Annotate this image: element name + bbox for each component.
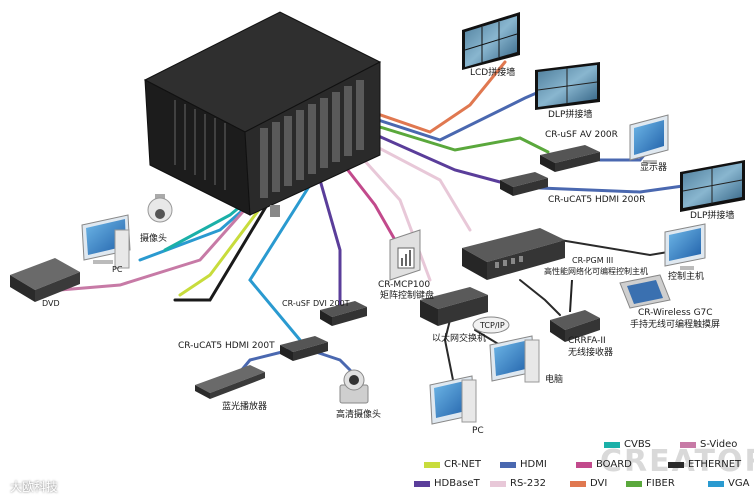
dvd-player [10,258,80,302]
hdmi200t-device [280,336,328,361]
cable-vga-hdmi200t [248,183,312,342]
legend-label-s-video: S-Video [700,439,738,450]
label-dvi200t: CR-uSF DVI 200T [282,299,350,308]
ptz-camera [147,194,173,223]
legend-swatch-fiber [626,481,642,487]
cable-hdmi200r-dlp [538,183,692,194]
pc-bottom [429,375,477,425]
legend-label-cr-net: CR-NET [444,459,482,470]
hdmi200r-device [500,172,548,196]
label-pc-left: PC [112,265,123,274]
legend-swatch-rs-232 [490,481,506,487]
cable-switch-pc [443,319,456,391]
dlp-video-wall-right [680,160,745,212]
crrfa-receiver-device [550,279,600,342]
cable-dvi200t [318,178,342,307]
tcpip-cloud [472,316,510,334]
legend-label-hdmi: HDMI [520,459,547,470]
legend-swatch-board [576,462,592,468]
legend-swatch-vga [708,481,724,487]
label-crrfa-name: 无线接收器 [568,348,614,358]
legend-swatch-dvi [570,481,586,487]
hd-camera [339,369,369,404]
label-hd-camera: 高清摄像头 [336,410,382,420]
legend-swatch-hdmi [500,462,516,468]
label-switch: 以太网交换机 [432,334,487,344]
label-control-host: 控制主机 [668,272,705,282]
matrix-chassis [143,11,382,217]
label-display: 显示器 [640,163,668,173]
label-hdmi200t: CR-uCAT5 HDMI 200T [178,341,275,351]
cable-hdbaset-hdmi200r [363,128,502,184]
pgm-controller-device [462,228,565,280]
label-dlp-wall-top: DLP拼接墙 [548,110,593,120]
label-crrfa-model: CRRFA-II [568,336,606,346]
label-lcd-wall: LCD拼接墙 [470,68,516,78]
cable-mcp [338,158,397,242]
legend-swatch-ethernet [668,462,684,468]
label-mcp100-model: CR-MCP100 [378,280,431,290]
legend-swatch-cr-net [424,462,440,468]
display-monitor [629,114,669,164]
label-pgm-model: CR-PGM III [572,256,614,265]
watermark-logo: 大欧科技 [10,480,59,494]
dlp-video-wall-top [535,62,600,110]
label-camera: 摄像头 [140,234,168,244]
label-hdmi200r: CR-uCAT5 HDMI 200R [548,195,646,205]
chassis-card-slots [260,80,364,198]
legend-label-cvbs: CVBS [624,439,651,450]
label-mcp100-name: 矩阵控制键盘 [380,291,435,301]
legend-label-ethernet: ETHERNET [688,459,742,470]
cable-pgm-crrfa [519,279,561,316]
legend-swatch-cvbs [604,442,620,448]
label-tcpip: TCP/IP [480,321,505,330]
cable-dvi-lcd [370,60,507,134]
cable-ethernet-pgm [358,136,472,232]
legend-label-rs-232: RS-232 [510,478,546,489]
cable-pgm-host [559,239,681,257]
cable-fiber-av200r [368,122,550,154]
label-dlp-wall-right: DLP拼接墙 [690,211,735,221]
legend-label-fiber: FIBER [646,478,675,489]
label-bluray: 蓝光播放器 [222,402,268,412]
pc-left [81,214,131,269]
bluray-player [195,365,265,399]
cable-hdmi200t-camera [308,348,352,372]
cables [58,60,692,391]
chassis-vents [174,100,226,190]
label-pgm-name: 高性能网络化可编程控制主机 [544,267,648,276]
watermark-text: CREATOR [600,444,754,479]
label-g7c-model: CR-Wireless G7C [638,308,713,318]
label-computer: 电脑 [545,375,564,385]
label-av200r: CR-uSF AV 200R [545,130,618,140]
computer-right [489,335,540,383]
legend-label-dvi: DVI [590,478,608,489]
cable-black-main [173,198,272,302]
lcd-video-wall [462,12,520,70]
legend-swatch-hdbaset [414,481,430,487]
wireless-touch-panel [619,274,671,309]
label-pc-bottom: PC [472,426,484,436]
switch-device [420,287,488,326]
control-host-monitor [664,223,706,270]
cable-svideo-dvd [58,168,282,292]
av200r-device [540,145,600,172]
mcp100-keypad [389,229,421,281]
legend-swatch-s-video [680,442,696,448]
legend-label-board: BOARD [596,459,632,470]
power-socket [270,205,280,217]
legend-label-hdbaset: HDBaseT [434,478,480,489]
dvi200t-device [320,301,367,326]
legend-label-vga: VGA [728,478,750,489]
label-dvd: DVD [42,299,60,308]
label-g7c-name: 手持无线可编程触摸屏 [630,320,721,330]
